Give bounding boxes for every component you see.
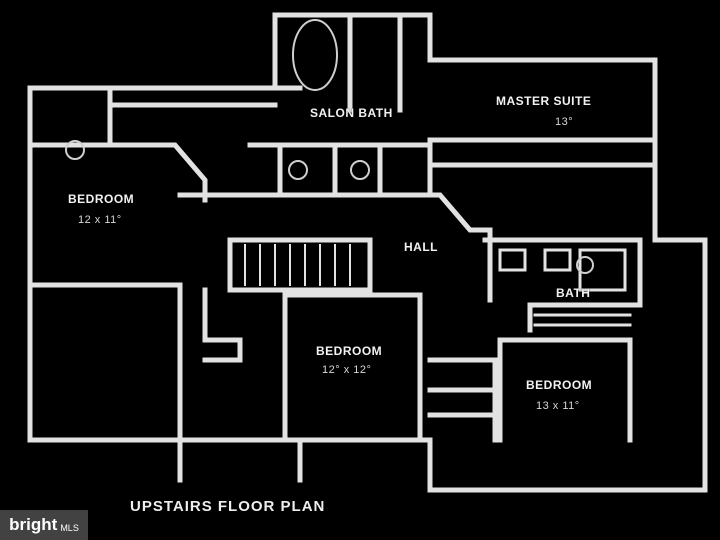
wall-left-bedroom: [27, 142, 208, 203]
brightmls-watermark: bright MLS: [0, 510, 88, 540]
walls: [27, 12, 708, 493]
wall-center-bedroom: [282, 292, 423, 443]
sink-icon: [288, 160, 308, 180]
wall-salon-bath-bottom: [247, 142, 433, 193]
room-dim-bedroom-left: 12 x 11°: [78, 214, 122, 226]
fixture-left-icon: [65, 140, 85, 160]
room-label-master-suite: MASTER SUITE: [496, 94, 592, 108]
wall-salon-fixtures: [277, 147, 383, 193]
plan-title: UPSTAIRS FLOOR PLAN: [130, 498, 326, 515]
room-dim-bedroom-center: 12° x 12°: [322, 364, 372, 376]
wall-master-inner: [427, 137, 653, 168]
wall-bath-fixtures: [498, 248, 627, 292]
fixtures: [65, 19, 594, 274]
wall-right-bedroom: [497, 337, 633, 443]
wall-lower-left-bay: [177, 437, 303, 483]
room-label-bedroom-right: BEDROOM: [526, 378, 593, 392]
sink-icon-2: [350, 160, 370, 180]
wall-bath-shelves: [533, 313, 632, 327]
wall-bottom-right: [427, 237, 708, 493]
room-label-salon-bath: SALON BATH: [310, 106, 393, 120]
room-dim-master-suite: 13°: [555, 116, 574, 128]
room-label-hall: HALL: [404, 240, 438, 254]
wall-stair-box: [227, 237, 373, 293]
room-label-bedroom-left: BEDROOM: [68, 192, 135, 206]
room-label-bedroom-center: BEDROOM: [316, 344, 383, 358]
toilet-icon: [576, 256, 594, 274]
wall-hall-top: [177, 192, 493, 303]
wall-left-bedroom-bottom: [27, 282, 183, 443]
room-label-bath: BATH: [556, 286, 591, 300]
watermark-brand: bright: [9, 515, 58, 534]
wall-stair-treads: [244, 244, 351, 286]
watermark-suffix: MLS: [60, 522, 79, 533]
wall-bath: [482, 237, 643, 333]
tub-icon: [292, 19, 338, 91]
wall-stair-lower: [202, 287, 243, 363]
wall-hall-closets: [427, 357, 498, 443]
room-dim-bedroom-right: 13 x 11°: [536, 400, 580, 412]
wall-salon-divider: [272, 17, 403, 113]
